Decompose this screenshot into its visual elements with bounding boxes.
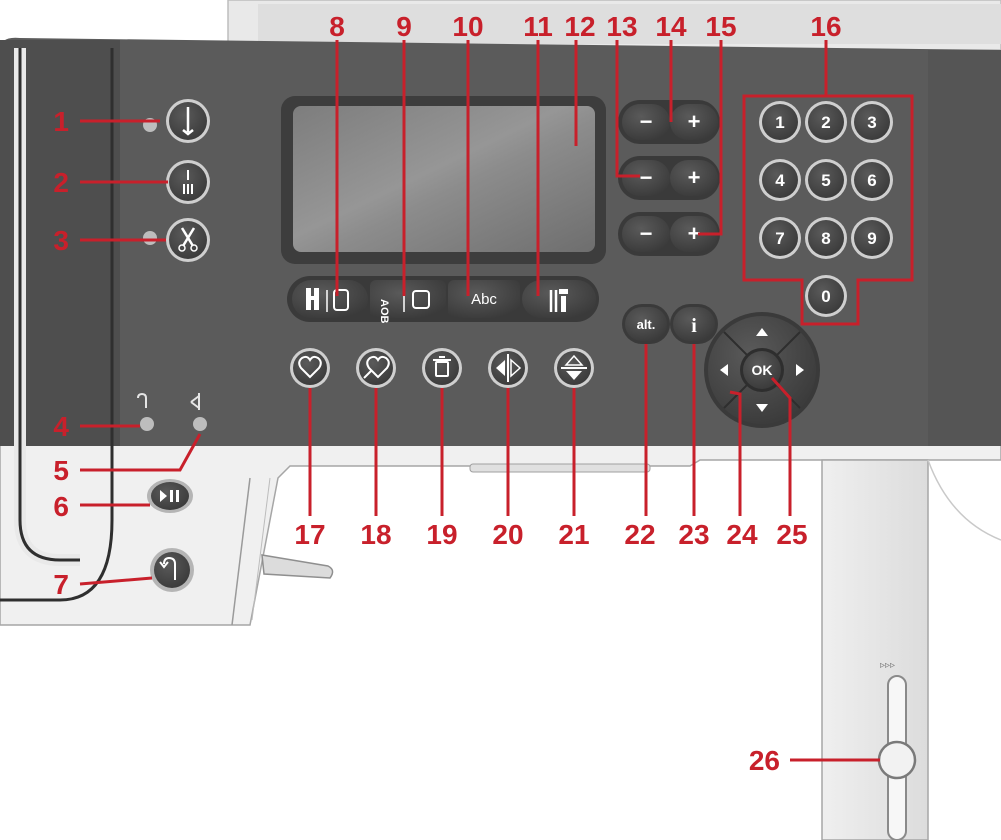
mirror-side-button[interactable]	[488, 348, 528, 388]
load-favorite-button[interactable]	[356, 348, 396, 388]
numpad-key-7[interactable]: 7	[759, 217, 801, 259]
callout-1: 1	[53, 106, 69, 137]
numpad-key-0[interactable]: 0	[805, 275, 847, 317]
stepper-1-plus-button[interactable]: +	[670, 104, 718, 140]
mirror-end-button[interactable]	[554, 348, 594, 388]
callout-22: 22	[624, 519, 655, 550]
numpad-key-9[interactable]: 9	[851, 217, 893, 259]
callout-12: 12	[564, 11, 595, 42]
callout-2: 2	[53, 167, 69, 198]
stepper-minus-label: −	[640, 165, 653, 190]
arrow-right-button[interactable]	[796, 364, 804, 376]
delete-button[interactable]	[422, 348, 462, 388]
callout-25: 25	[776, 519, 807, 550]
stepper-minus-label: −	[640, 109, 653, 134]
numpad-key-label: 2	[821, 113, 830, 132]
callout-16: 16	[810, 11, 841, 42]
numpad-key-label: 9	[867, 229, 876, 248]
callout-6: 6	[53, 491, 69, 522]
led-symbols	[137, 392, 200, 410]
stepper-2-plus-button[interactable]: +	[670, 160, 718, 196]
callout-15: 15	[705, 11, 736, 42]
sewing-embroidery-mode-button[interactable]	[292, 280, 368, 318]
stepper-2-minus-button[interactable]: −	[622, 160, 670, 196]
stepper-plus-label: +	[688, 221, 701, 246]
numpad-key-label: 4	[775, 171, 785, 190]
numpad-key-label: 1	[775, 113, 784, 132]
callout-3: 3	[53, 225, 69, 256]
callout-7: 7	[53, 569, 69, 600]
numpad-key-1[interactable]: 1	[759, 101, 801, 143]
numpad-key-label: 3	[867, 113, 876, 132]
speed-slider[interactable]	[877, 740, 917, 780]
callout-21: 21	[558, 519, 589, 550]
callout-9: 9	[396, 11, 412, 42]
stepper-plus-label: +	[688, 109, 701, 134]
info-button[interactable]: i	[670, 304, 718, 344]
svg-text:AOB: AOB	[378, 299, 390, 324]
text-edit-button[interactable]: Abc	[448, 280, 520, 318]
ok-label: OK	[752, 362, 773, 378]
numpad-key-label: 6	[867, 171, 876, 190]
numpad-key-3[interactable]: 3	[851, 101, 893, 143]
callout-17: 17	[294, 519, 325, 550]
callout-24: 24	[726, 519, 758, 550]
numpad-key-2[interactable]: 2	[805, 101, 847, 143]
numpad-key-label: 8	[821, 229, 830, 248]
presser-foot-button[interactable]	[166, 160, 210, 204]
font-design-menu-button[interactable]: AOB	[370, 280, 446, 324]
stepper-minus-label: −	[640, 221, 653, 246]
numpad-key-8[interactable]: 8	[805, 217, 847, 259]
callout-26: 26	[749, 745, 780, 776]
callout-5: 5	[53, 455, 69, 486]
arrow-down-button[interactable]	[756, 404, 768, 412]
callout-23: 23	[678, 519, 709, 550]
indicator-leds	[140, 118, 207, 431]
callout-10: 10	[452, 11, 483, 42]
tie-off-led	[193, 417, 207, 431]
callout-14: 14	[655, 11, 687, 42]
numpad-key-5[interactable]: 5	[805, 159, 847, 201]
info-label: i	[691, 315, 697, 337]
callout-19: 19	[426, 519, 457, 550]
cutter-led	[143, 231, 157, 245]
callout-leaders	[79, 40, 880, 762]
stepper-3-plus-button[interactable]: +	[670, 216, 718, 252]
callout-13: 13	[606, 11, 637, 42]
arrow-up-button[interactable]	[756, 328, 768, 336]
needle-up-down-button[interactable]	[166, 99, 210, 143]
numpad-key-label: 0	[821, 287, 830, 306]
callout-11: 11	[523, 11, 553, 42]
start-stop-button[interactable]	[147, 479, 193, 513]
callout-18: 18	[360, 519, 391, 550]
reverse-button[interactable]	[150, 548, 194, 592]
callout-20: 20	[492, 519, 523, 550]
numpad-key-4[interactable]: 4	[759, 159, 801, 201]
thread-cutter-button[interactable]	[166, 218, 210, 262]
callout-8: 8	[329, 11, 345, 42]
settings-menu-button[interactable]	[522, 280, 596, 318]
abc-label: Abc	[471, 291, 497, 308]
stepper-1-minus-button[interactable]: −	[622, 104, 670, 140]
stepper-plus-label: +	[688, 165, 701, 190]
numpad-key-label: 7	[775, 229, 784, 248]
stepper-3-minus-button[interactable]: −	[622, 216, 670, 252]
alt-button[interactable]: alt.	[622, 304, 670, 344]
numpad-key-label: 5	[821, 171, 830, 190]
display-screen	[281, 96, 606, 264]
arrow-left-button[interactable]	[720, 364, 728, 376]
save-favorite-button[interactable]	[290, 348, 330, 388]
alt-label: alt.	[637, 317, 656, 332]
numpad-key-6[interactable]: 6	[851, 159, 893, 201]
numpad-frame	[742, 94, 914, 326]
reverse-led	[140, 417, 154, 431]
speed-marks: ▹▹▹	[880, 660, 895, 671]
callout-4: 4	[53, 411, 69, 442]
